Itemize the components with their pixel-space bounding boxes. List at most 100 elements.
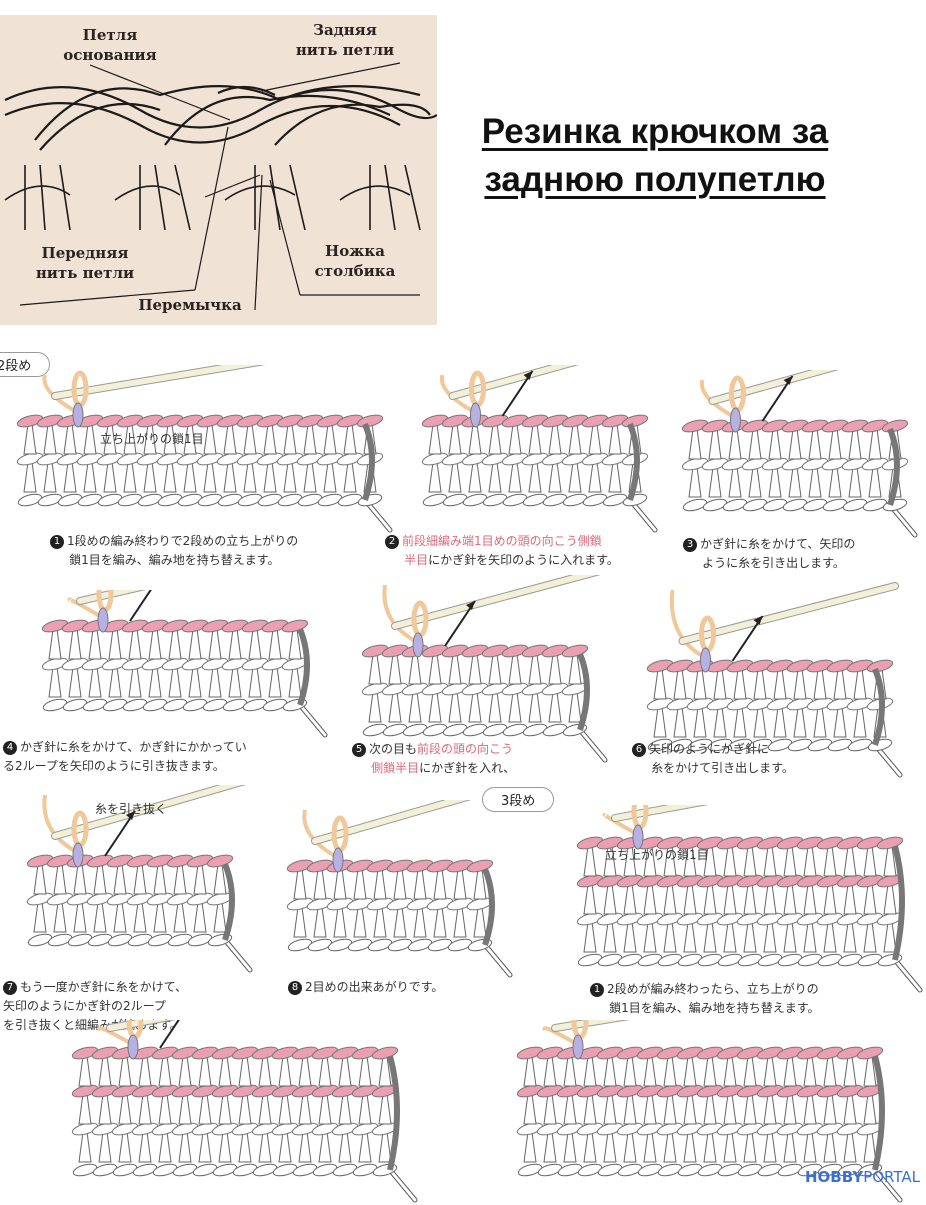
chain-stitch	[167, 933, 193, 947]
stitch-post	[48, 628, 62, 660]
stitch-top	[296, 414, 324, 428]
stitch-post	[848, 428, 862, 460]
stitch-post	[448, 423, 462, 455]
stitch-post	[208, 666, 222, 698]
chain-stitch	[142, 698, 168, 712]
stitch-post	[723, 1131, 737, 1163]
stitch-post	[508, 423, 522, 455]
chain-stitch	[687, 738, 713, 752]
stitch-post	[763, 845, 777, 877]
stitch-post	[448, 691, 462, 723]
chain-stitch	[137, 493, 163, 507]
stitch-post	[143, 461, 157, 493]
stitch-top	[596, 1046, 624, 1060]
stitch-post	[173, 863, 187, 895]
swatch-drawing	[41, 590, 328, 738]
chain-stitch	[367, 938, 393, 952]
stitch-top	[186, 854, 214, 868]
step-2-6-illustration	[635, 580, 905, 780]
step-3-1-illustration	[565, 805, 925, 995]
chain-stitch	[882, 498, 908, 512]
stitch-post	[623, 921, 637, 953]
stitch-post	[723, 1093, 737, 1125]
stitch-post	[548, 691, 562, 723]
stitch-post	[823, 1131, 837, 1163]
stitch-top	[121, 619, 149, 633]
stitch-post	[843, 883, 857, 915]
stitch-post	[228, 666, 242, 698]
stitch-post	[163, 461, 177, 493]
stitch-post	[788, 428, 802, 460]
stitch-post	[258, 1055, 272, 1087]
stitch-post	[568, 461, 582, 493]
working-yarn	[542, 1026, 576, 1045]
stitch-post	[68, 666, 82, 698]
chain-stitch	[92, 1163, 118, 1177]
stitch-post	[123, 461, 137, 493]
working-yarn	[302, 809, 336, 858]
row-3-badge: 3段め	[482, 787, 555, 812]
stitch-top	[86, 854, 114, 868]
step-3-2-illustration	[60, 1020, 420, 1205]
stitch-top	[381, 644, 409, 658]
swatch-drawing	[361, 575, 608, 763]
stitch-post	[623, 1093, 637, 1125]
stitch-top	[801, 419, 829, 433]
stitch-post	[298, 1055, 312, 1087]
chain-stitch	[597, 1163, 623, 1177]
stitch-top	[636, 1046, 664, 1060]
stitch-post	[283, 423, 297, 455]
chain-stitch	[402, 723, 428, 737]
turning-chain	[730, 407, 741, 433]
stitch-top	[841, 419, 869, 433]
stitch-post	[33, 901, 47, 933]
stitch-post	[193, 901, 207, 933]
direction-arrow	[444, 600, 476, 647]
chain-stitch	[42, 698, 68, 712]
stitch-post	[453, 906, 467, 938]
chain-stitch	[407, 938, 433, 952]
stitch-post	[763, 1131, 777, 1163]
stitch-post	[113, 901, 127, 933]
stitch-post	[733, 706, 747, 738]
stitch-top	[596, 836, 624, 850]
caption-highlight: 前段細編み端1目めの頭の向こう側鎖	[402, 534, 602, 548]
stitch-post	[78, 1131, 92, 1163]
edge-stitch	[887, 427, 900, 506]
stitch-top	[846, 659, 874, 673]
stitch-post	[413, 868, 427, 900]
stitch-post	[238, 1055, 252, 1087]
stitch-post	[703, 1093, 717, 1125]
stitch-post	[178, 1093, 192, 1125]
swatch-drawing	[576, 805, 923, 993]
chain-stitch	[197, 493, 223, 507]
stitch-top	[681, 419, 709, 433]
stitch-top	[236, 414, 264, 428]
stitch-post	[523, 1093, 537, 1125]
stitch-post	[353, 906, 367, 938]
stitch-top	[141, 619, 169, 633]
chain-stitch	[152, 1163, 178, 1177]
stitch-top	[601, 414, 629, 428]
crochet-hook	[107, 1020, 171, 1031]
stitch-post	[753, 668, 767, 700]
arrow-head-icon	[523, 371, 533, 380]
stitch-post	[523, 1055, 537, 1087]
turning-chain	[412, 632, 424, 658]
stitch-post	[468, 423, 482, 455]
stitch-post	[263, 461, 277, 493]
crochet-hook	[52, 365, 260, 399]
stitch-top	[736, 1046, 764, 1060]
stitch-post	[683, 1055, 697, 1087]
stitch-post	[83, 461, 97, 493]
stitch-post	[488, 461, 502, 493]
stitch-post	[88, 666, 102, 698]
stitch-post	[88, 628, 102, 660]
stitch-post	[823, 921, 837, 953]
chain-stitch	[307, 938, 333, 952]
stitch-post	[563, 1131, 577, 1163]
stitch-post	[63, 423, 77, 455]
direction-arrow	[104, 810, 136, 857]
